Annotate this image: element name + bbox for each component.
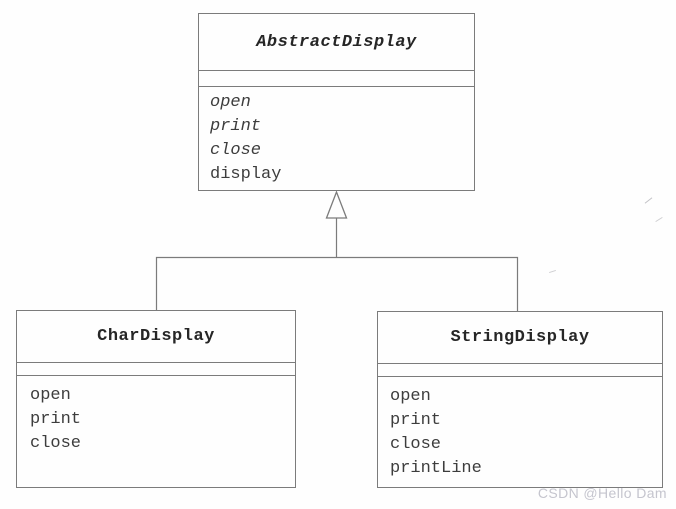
scan-artifact <box>549 269 556 274</box>
methods-compartment: open print close <box>17 376 295 487</box>
class-box-abstract-display: AbstractDisplay open print close display <box>198 13 475 191</box>
method-close: close <box>210 141 262 160</box>
method-open: open <box>210 93 251 112</box>
generalization-triangle-icon <box>325 190 348 219</box>
scan-artifact <box>655 216 663 223</box>
method-open: open <box>30 386 71 405</box>
method-print: print <box>390 411 442 430</box>
connector-branch <box>155 256 519 311</box>
scan-artifact <box>644 197 653 204</box>
csdn-watermark: CSDN @Hello Dam <box>537 485 667 501</box>
method-printline: printLine <box>390 459 482 478</box>
method-close: close <box>30 434 82 453</box>
class-name: StringDisplay <box>450 328 590 347</box>
methods-compartment: open print close display <box>199 87 474 190</box>
method-print: print <box>210 117 262 136</box>
method-close: close <box>390 435 442 454</box>
attributes-compartment <box>378 363 662 377</box>
class-box-char-display: CharDisplay open print close <box>16 310 296 488</box>
method-open: open <box>390 387 431 406</box>
method-print: print <box>30 410 82 429</box>
methods-compartment: open print close printLine <box>378 377 662 487</box>
attributes-compartment <box>199 70 474 87</box>
class-box-string-display: StringDisplay open print close printLine <box>377 311 663 488</box>
attributes-compartment <box>17 362 295 376</box>
class-name: AbstractDisplay <box>256 32 417 52</box>
method-display: display <box>210 165 282 184</box>
class-name: CharDisplay <box>97 327 215 346</box>
